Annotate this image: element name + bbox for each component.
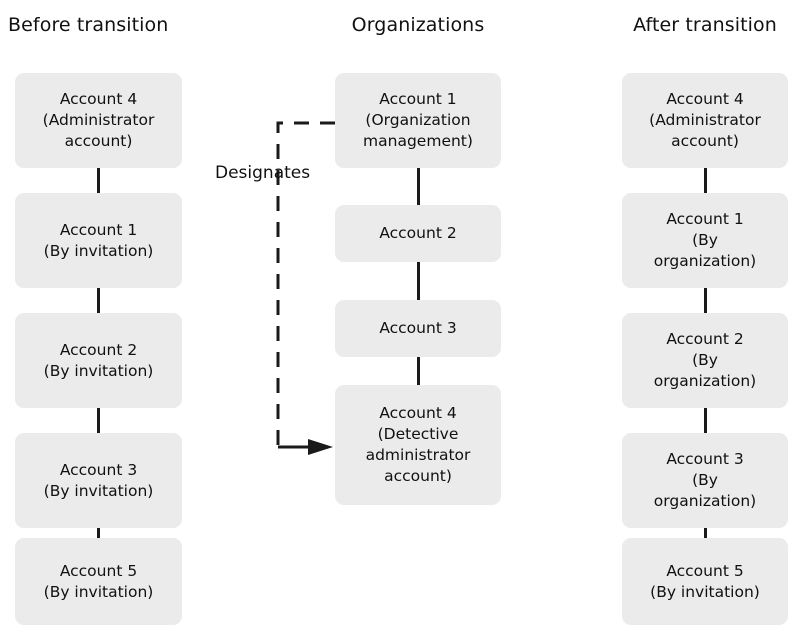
designates-edge-label: Designates bbox=[215, 163, 311, 183]
connector-org-3 bbox=[417, 357, 420, 385]
column-title-after-transition: After transition bbox=[633, 14, 777, 36]
node-label: Account 1 (By organization) bbox=[653, 210, 757, 270]
node-after-account-4: Account 4 (Administrator account) bbox=[622, 73, 788, 168]
node-label: Account 4 (Administrator account) bbox=[42, 90, 155, 150]
column-title-before-transition: Before transition bbox=[8, 14, 169, 36]
node-label: Account 2 (By organization) bbox=[653, 330, 757, 390]
connector-before-3 bbox=[97, 408, 100, 433]
connector-before-2 bbox=[97, 288, 100, 313]
node-org-account-4: Account 4 (Detective administrator accou… bbox=[335, 385, 501, 505]
node-before-account-5: Account 5 (By invitation) bbox=[15, 538, 182, 625]
node-after-account-2: Account 2 (By organization) bbox=[622, 313, 788, 408]
node-label: Account 5 (By invitation) bbox=[650, 561, 760, 601]
node-label: Account 3 (By organization) bbox=[653, 450, 757, 510]
node-label: Account 2 bbox=[379, 224, 457, 242]
connector-before-1 bbox=[97, 168, 100, 193]
node-after-account-3: Account 3 (By organization) bbox=[622, 433, 788, 528]
node-after-account-5: Account 5 (By invitation) bbox=[622, 538, 788, 625]
connector-after-3 bbox=[704, 408, 707, 433]
node-after-account-1: Account 1 (By organization) bbox=[622, 193, 788, 288]
node-before-account-2: Account 2 (By invitation) bbox=[15, 313, 182, 408]
connector-after-1 bbox=[704, 168, 707, 193]
node-org-account-3: Account 3 bbox=[335, 300, 501, 357]
designates-arrowhead-icon bbox=[308, 439, 333, 455]
node-label: Account 5 (By invitation) bbox=[43, 561, 154, 601]
node-before-account-4: Account 4 (Administrator account) bbox=[15, 73, 182, 168]
node-org-account-1: Account 1 (Organization management) bbox=[335, 73, 501, 168]
node-before-account-3: Account 3 (By invitation) bbox=[15, 433, 182, 528]
node-label: Account 2 (By invitation) bbox=[43, 340, 154, 380]
node-label: Account 1 (Organization management) bbox=[363, 90, 473, 150]
node-label: Account 3 (By invitation) bbox=[43, 460, 154, 500]
node-org-account-2: Account 2 bbox=[335, 205, 501, 262]
node-label: Account 4 (Detective administrator accou… bbox=[365, 404, 471, 485]
node-label: Account 3 bbox=[379, 319, 457, 337]
connector-org-1 bbox=[417, 168, 420, 205]
designates-edge bbox=[276, 121, 335, 455]
designates-dashed-line bbox=[276, 121, 335, 447]
connector-org-2 bbox=[417, 262, 420, 300]
node-label: Account 4 (Administrator account) bbox=[649, 90, 761, 150]
node-before-account-1: Account 1 (By invitation) bbox=[15, 193, 182, 288]
node-label: Account 1 (By invitation) bbox=[43, 220, 154, 260]
column-title-organizations: Organizations bbox=[351, 14, 485, 36]
connector-after-2 bbox=[704, 288, 707, 313]
